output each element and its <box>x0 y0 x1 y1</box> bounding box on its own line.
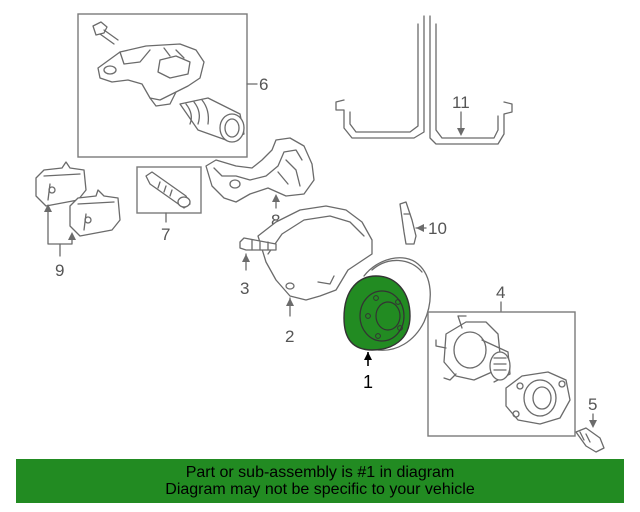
caliper-support[interactable]: 8 <box>205 137 315 230</box>
brake-rotor-highlighted[interactable]: 1 <box>343 257 431 392</box>
callout-11: 11 <box>452 93 470 112</box>
brake-pads[interactable]: 9 <box>35 161 121 280</box>
callout-7: 7 <box>161 225 170 244</box>
callout-1: 1 <box>363 372 373 392</box>
callout-9: 9 <box>55 261 64 280</box>
hub-bearing-assembly[interactable]: 4 <box>427 283 576 437</box>
callout-2: 2 <box>285 327 294 346</box>
callout-10: 10 <box>428 219 447 238</box>
banner-line-1: Part or sub-assembly is #1 in diagram <box>185 464 455 481</box>
info-banner: Part or sub-assembly is #1 in diagram Di… <box>16 459 624 503</box>
banner-line-2: Diagram may not be specific to your vehi… <box>165 481 475 498</box>
callout-3: 3 <box>240 279 249 298</box>
guide-pin-kit[interactable]: 7 <box>136 166 202 244</box>
splash-shield[interactable]: 2 <box>257 205 373 346</box>
callout-4: 4 <box>496 283 505 302</box>
brake-hose-bracket[interactable]: 11 <box>335 15 513 145</box>
callout-6: 6 <box>259 75 268 94</box>
callout-5: 5 <box>588 395 597 414</box>
hose-clip[interactable]: 10 <box>399 201 447 245</box>
hub-bolt[interactable]: 5 <box>575 395 605 453</box>
caliper-assembly-group[interactable]: 6 <box>77 13 268 158</box>
callout-8: 8 <box>271 211 280 230</box>
shield-bolt[interactable]: 3 <box>239 237 277 298</box>
